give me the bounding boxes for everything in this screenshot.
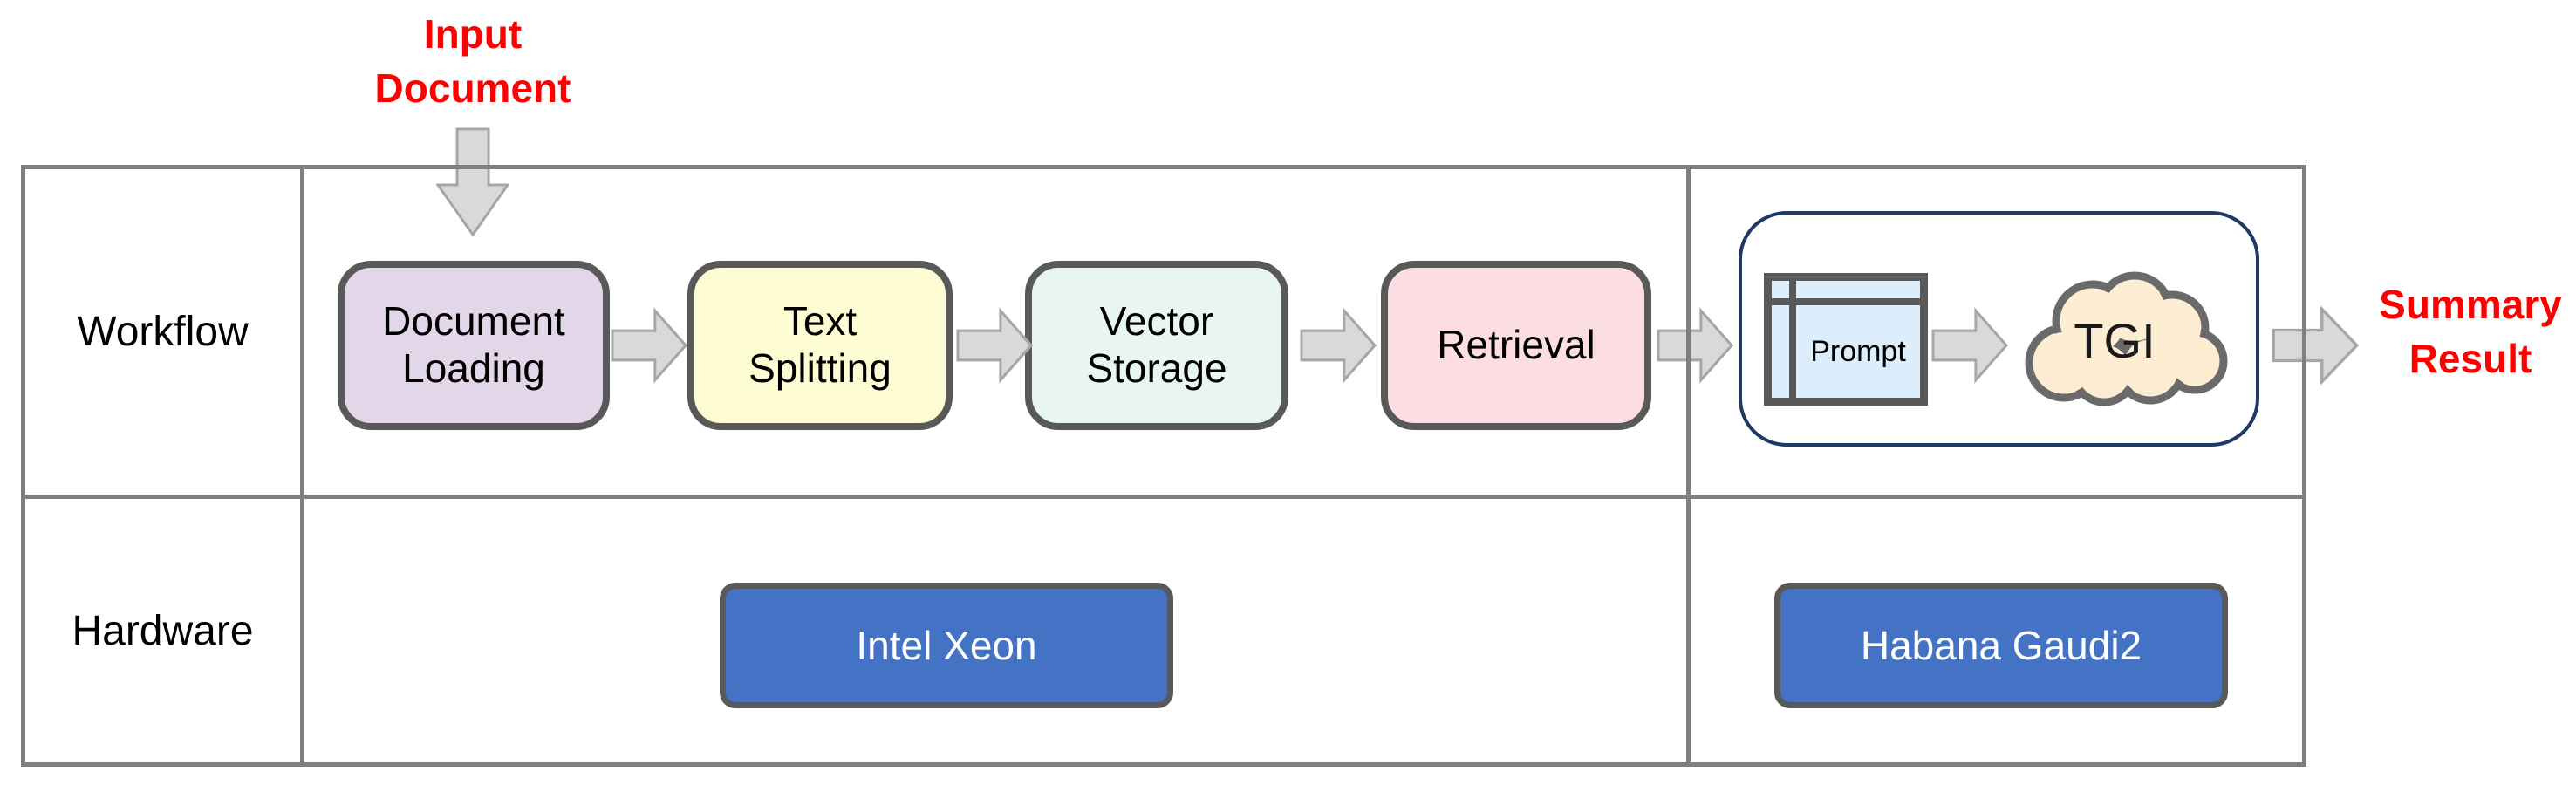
arrow-icon-loading-to-splitting <box>611 307 687 384</box>
hardware-habana-gaudi2: Habana Gaudi2 <box>1774 583 2228 708</box>
hardware-intel-xeon: Intel Xeon <box>720 583 1173 708</box>
arrow-icon-storage-to-retrieval <box>1300 307 1377 384</box>
input-down-arrow-icon <box>436 127 509 237</box>
arrow-icon-retrieval-to-prompt <box>1657 307 1733 384</box>
prompt-window-sidebar <box>1789 281 1796 398</box>
input-document-label: Input Document <box>342 7 604 115</box>
table-row-divider <box>21 495 2306 499</box>
step-document-loading: Document Loading <box>338 261 610 430</box>
prompt-window-icon: Prompt <box>1764 273 1928 406</box>
prompt-window-titlebar <box>1772 298 1920 305</box>
row-label-hardware: Hardware <box>72 607 254 654</box>
table-frame <box>21 165 2306 767</box>
output-label-line1: Summary <box>2379 282 2562 327</box>
input-label-line2: Document <box>374 65 571 111</box>
arrow-icon-splitting-to-storage <box>956 307 1033 384</box>
step-retrieval: Retrieval <box>1381 261 1651 430</box>
prompt-label: Prompt <box>1810 334 1906 368</box>
llm-serving-group <box>1739 211 2259 447</box>
table-column-divider-hardware-sections <box>1686 165 1691 767</box>
tgi-label: TGI <box>2074 313 2155 368</box>
arrow-icon-to-summary-result <box>2272 305 2359 386</box>
output-label-line2: Result <box>2409 336 2532 381</box>
row-label-workflow: Workflow <box>77 309 249 355</box>
tgi-cloud-icon: TGI <box>2008 256 2249 427</box>
step-text-splitting: Text Splitting <box>687 261 953 430</box>
arrow-icon-prompt-to-tgi <box>1931 307 2008 384</box>
table-column-divider-labels <box>300 165 304 767</box>
step-vector-storage: Vector Storage <box>1025 261 1288 430</box>
summary-result-label: Summary Result <box>2366 277 2575 386</box>
input-label-line1: Input <box>423 11 523 57</box>
